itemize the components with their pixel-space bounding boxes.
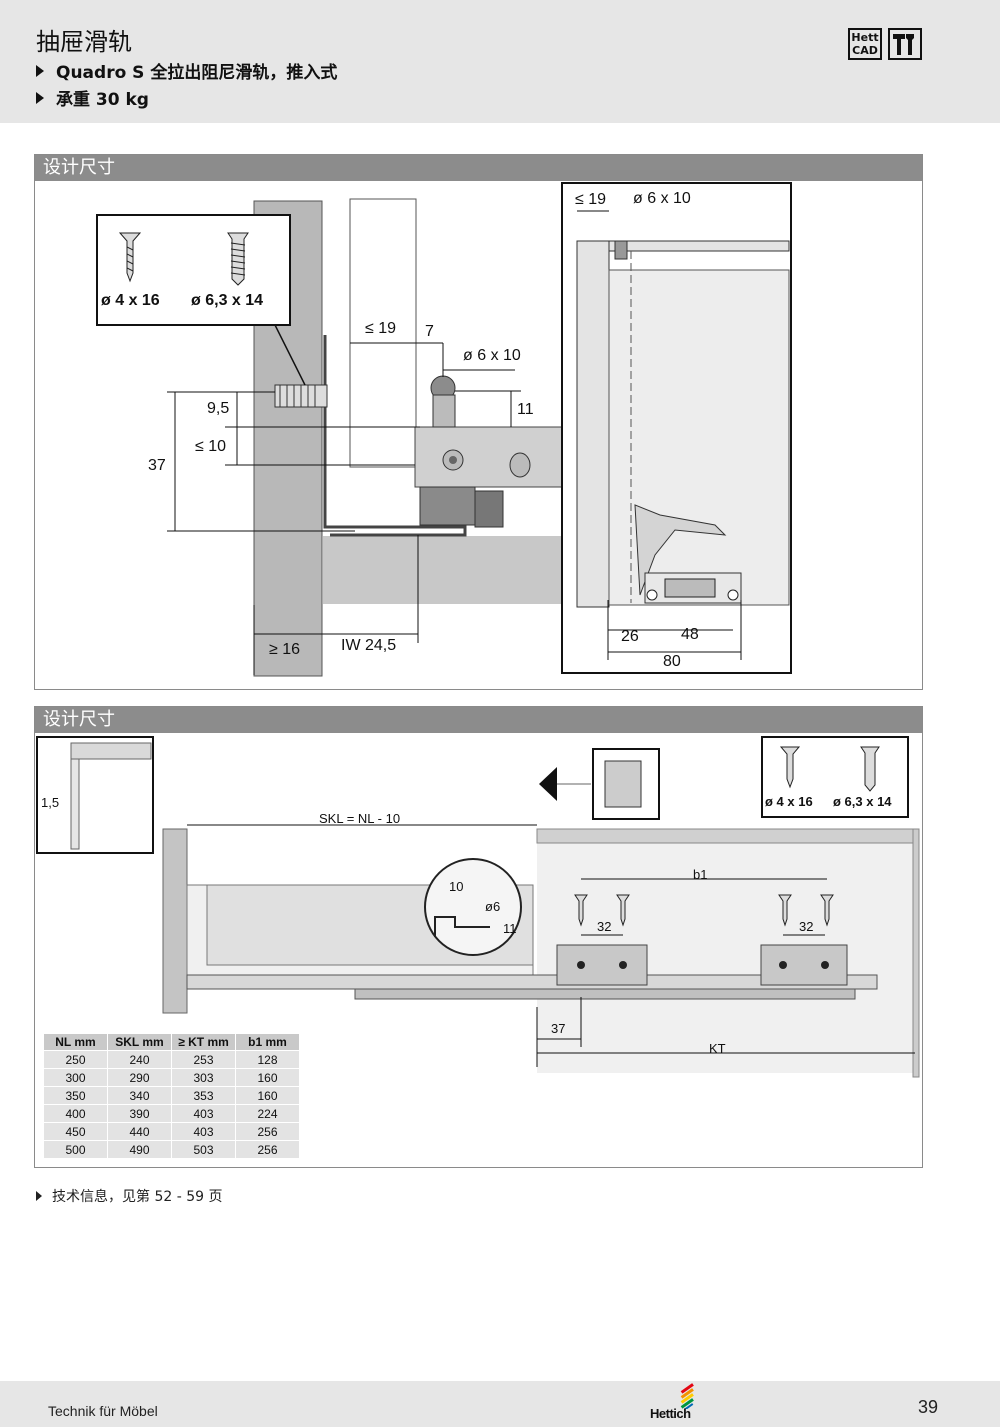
detail-dim-10: 10	[449, 879, 464, 894]
dim-37: 37	[148, 457, 166, 474]
dim-26: 26	[621, 628, 639, 645]
design-dimensions-panel-2: 设计尺寸	[34, 706, 923, 1168]
col-skl: SKL mm	[107, 1033, 172, 1051]
screw-label-4x16: ø 4 x 16	[765, 794, 813, 809]
panel-title: 设计尺寸	[35, 155, 922, 181]
tools-icon[interactable]	[888, 28, 922, 60]
right-dim-le19: ≤ 19	[575, 191, 607, 208]
dim-11: 11	[517, 401, 534, 418]
logo-wordmark: Hettich	[650, 1406, 691, 1421]
technical-info-text: 技术信息，见第 52 - 59 页	[52, 1189, 223, 1205]
dim-32-right: 32	[799, 919, 814, 934]
load-line: 承重 30 kg	[36, 85, 149, 110]
dim-9-5: 9,5	[207, 400, 230, 417]
screw-label-6x14: ø 6,3 x 14	[191, 292, 264, 309]
logo-stripes-icon	[680, 1383, 694, 1409]
page-title: 抽屉滑轨	[36, 28, 132, 56]
hettich-logo: Hettich	[650, 1383, 706, 1423]
dim-80: 80	[663, 653, 681, 670]
dim-48: 48	[681, 626, 699, 643]
dim-b1: b1	[693, 867, 708, 882]
table-header-row: NL mm SKL mm ≥ KT mm b1 mm	[43, 1033, 300, 1051]
dim-kt: KT	[709, 1041, 726, 1056]
dim-phi6x10: ø 6 x 10	[463, 347, 521, 364]
chipboard-screw-icon	[227, 232, 249, 286]
dim-37: 37	[551, 1021, 566, 1036]
bullet-triangle-icon	[36, 92, 44, 104]
technical-info-link[interactable]: 技术信息，见第 52 - 59 页	[36, 1186, 222, 1206]
screw-label-6x14: ø 6,3 x 14	[833, 794, 892, 809]
load-capacity: 承重 30 kg	[56, 90, 149, 110]
dim-32-left: 32	[597, 919, 612, 934]
screw-label-4x16: ø 4 x 16	[101, 292, 160, 309]
screw-icon	[274, 384, 328, 408]
dim-iw: IW 24,5	[341, 637, 397, 654]
page-number: 39	[918, 1397, 939, 1417]
right-dim-phi: ø 6 x 10	[633, 190, 691, 207]
dim-ge16: ≥ 16	[269, 641, 301, 658]
bullet-triangle-icon	[36, 65, 44, 77]
page-footer: Technik für Möbel Hettich 39	[0, 1381, 1000, 1427]
dim-1-5: 1,5	[41, 795, 60, 810]
dim-le10: ≤ 10	[195, 438, 227, 455]
installation-drawing	[36, 736, 920, 1078]
dim-le19: ≤ 19	[365, 320, 397, 337]
col-b1: b1 mm	[235, 1033, 300, 1051]
countersunk-screw-icon	[118, 232, 142, 283]
product-line: Quadro S 全拉出阻尼滑轨，推入式	[36, 58, 337, 83]
skl-formula: SKL = NL - 10	[319, 811, 401, 826]
detail-dim-phi6: ø6	[485, 899, 501, 914]
col-kt: ≥ KT mm	[171, 1033, 236, 1051]
bullet-triangle-icon	[36, 1191, 42, 1201]
product-name: Quadro S 全拉出阻尼滑轨，推入式	[56, 63, 338, 83]
cross-section-drawing	[96, 182, 792, 677]
detail-dim-11: 11	[503, 921, 517, 936]
footer-text: Technik für Möbel	[48, 1403, 158, 1419]
col-nl: NL mm	[43, 1033, 108, 1051]
design-dimensions-panel-1: 设计尺寸	[34, 154, 923, 690]
dim-7: 7	[425, 323, 434, 340]
panel-title: 设计尺寸	[35, 707, 922, 733]
